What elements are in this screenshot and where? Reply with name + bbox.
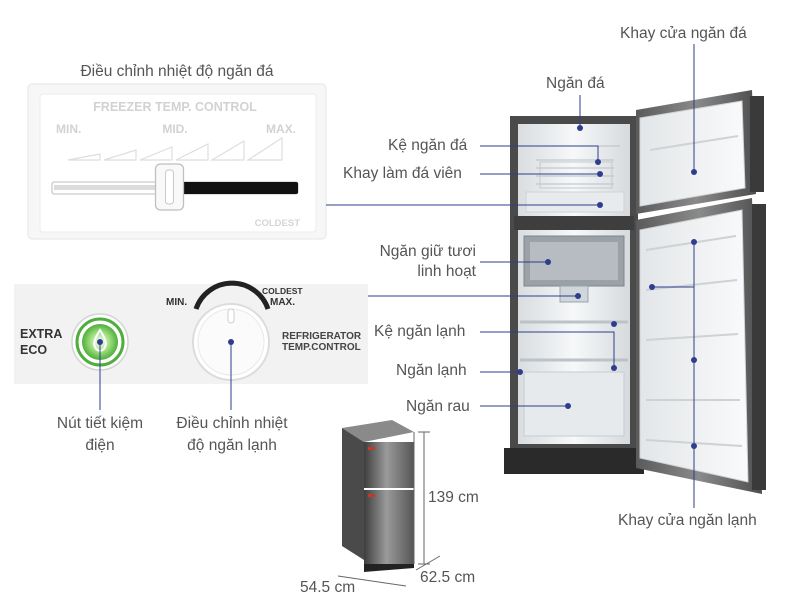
fridge-open-illustration [504,90,766,494]
freezer-bottom-bin [525,191,625,213]
freezer-door-tray-label: Khay cửa ngăn đá [620,25,747,42]
fridge-control-panel: EXTRA ECO MIN. COLDEST MAX. REFRIGERATOR… [14,280,368,384]
closed-fridge-door [364,490,414,564]
freezer-door-inner [639,100,746,207]
freezer-slider-fill [169,182,298,194]
eco-button-label-2: điện [85,437,115,454]
vegetable-label: Ngăn rau [406,398,470,415]
freezer-coldest-label: COLDEST [255,218,301,229]
fridge-door-tray-label: Khay cửa ngăn lạnh [618,512,757,529]
vegetable-drawer [523,371,625,437]
freezer-min-label: MIN. [56,122,81,136]
freezer-control-label: Điều chỉnh nhiệt độ ngăn đá [80,63,274,80]
freezer-control-panel: FREEZER TEMP. CONTROL MIN. MID. MAX. COL… [27,83,327,240]
dial-scale-arc [193,280,271,310]
freezer-slider-rail [54,185,164,190]
fridge-shelf-label: Kệ ngăn lạnh [374,323,466,340]
fridge-closed-illustration [337,420,441,587]
fridge-label: Ngăn lạnh [396,362,467,379]
fresh-vent [559,285,589,303]
eco-label: ECO [20,343,47,357]
eco-button-label-1: Nút tiết kiệm [56,415,144,432]
width-dimension: 54.5 cm [300,579,356,596]
fridge-control-label-2: độ ngăn lạnh [187,437,277,454]
fridge-control-label-1: Điều chỉnh nhiệt [176,415,288,432]
dial-min-label: MIN. [166,297,187,308]
fridge-base [504,448,644,474]
freezer-label: Ngăn đá [546,75,605,92]
dial-max-label: MAX. [270,297,295,308]
height-dimension: 139 cm [428,489,479,506]
dial-coldest-label: COLDEST [262,286,303,296]
dimension-lines [337,431,441,587]
freezer-mid-label: MID. [162,122,187,136]
freezer-slider-knob[interactable] [154,163,185,211]
refrigerator-label: REFRIGERATOR [282,331,362,342]
depth-dimension: 62.5 cm [420,569,476,586]
ice-tray-label: Khay làm đá viên [343,165,462,182]
freezer-shelf-label: Kệ ngăn đá [388,137,468,154]
leader-lines [99,44,695,508]
freezer-max-label: MAX. [266,122,296,136]
freezer-step-scale [67,136,283,161]
temp-control-label: TEMP.CONTROL [282,342,361,353]
freezer-panel-title: FREEZER TEMP. CONTROL [93,100,257,114]
flexible-fresh-label-2: linh hoạt [417,263,476,280]
ice-tray-shape [539,161,613,189]
extra-label: EXTRA [20,327,62,341]
flexible-fresh-label-1: Ngăn giữ tươi [379,243,476,260]
leader-dots [97,125,697,449]
